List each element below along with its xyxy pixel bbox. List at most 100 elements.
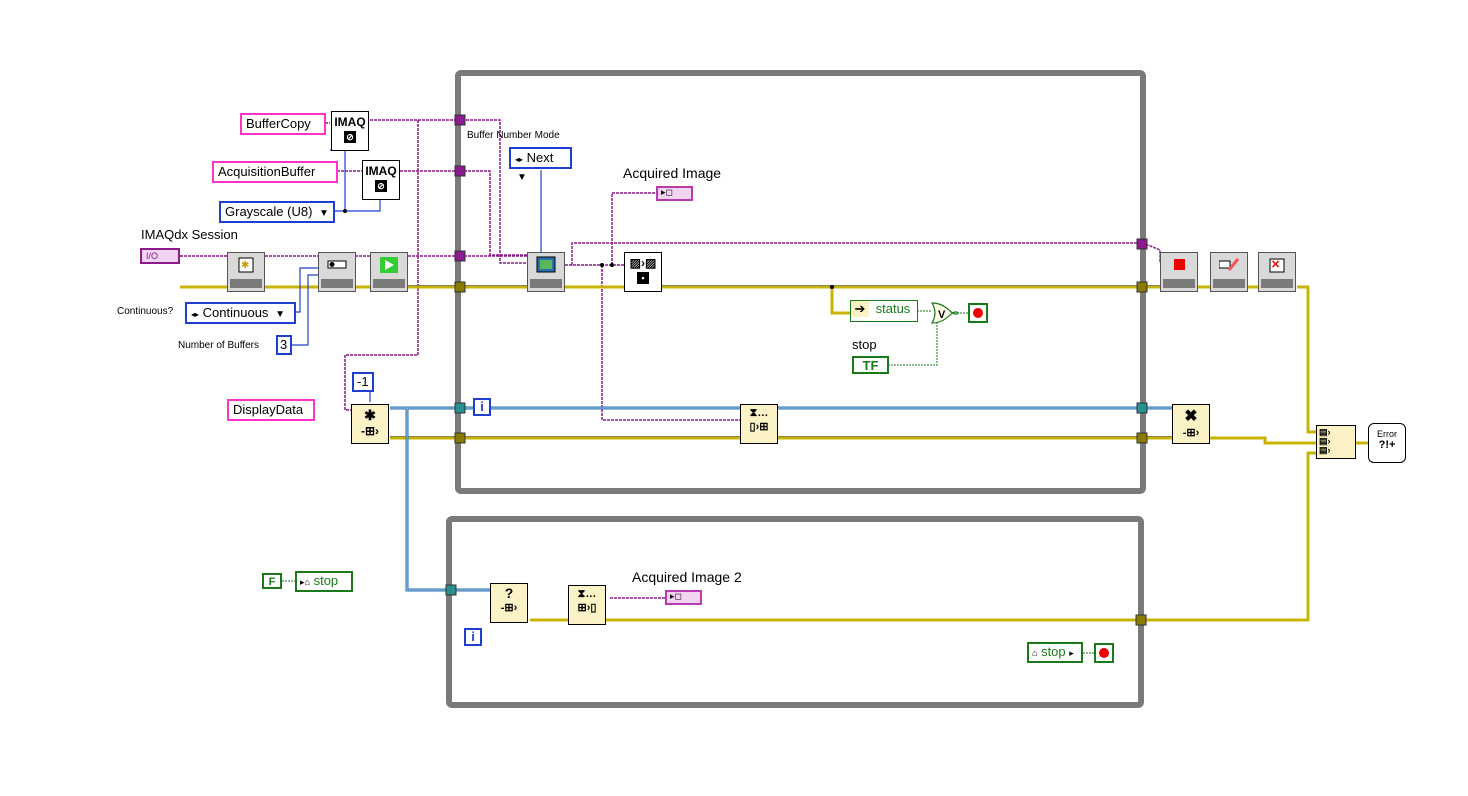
queue-size-constant[interactable]: -1: [352, 372, 374, 392]
imaqdx-get-image[interactable]: [527, 252, 565, 292]
wire-junctions: [343, 209, 834, 289]
iteration-terminal-2: i: [464, 628, 482, 646]
enqueue-top-icon: ⧗…: [749, 407, 769, 419]
acquired-image-2-indicator: ▸◻: [665, 590, 702, 605]
stop-local-variable-read[interactable]: ⌂ stop ▸: [1027, 642, 1083, 663]
configure-icon: [327, 260, 347, 269]
error-symbol-icon: ?!+: [1378, 439, 1396, 451]
open-camera-icon: ✱: [238, 257, 254, 273]
simple-error-handler[interactable]: Error ?!+: [1368, 423, 1406, 463]
release-x-icon: ✖: [1184, 408, 1198, 425]
imaqdx-stop-acquisition[interactable]: [1160, 252, 1198, 292]
iteration-terminal-1: i: [473, 398, 491, 416]
enqueue-icon: ▯›⊞: [749, 421, 769, 433]
close-camera-icon: ✕: [1269, 258, 1285, 273]
false-constant[interactable]: F: [262, 573, 282, 589]
obtain-queue-icon: ✱: [364, 407, 376, 423]
imaq-create-acquisition[interactable]: IMAQ ⊘: [362, 160, 400, 200]
image-type-enum[interactable]: Grayscale (U8) ▼: [219, 201, 335, 223]
session-label: IMAQdx Session: [141, 227, 238, 242]
queue-icon: -⊞›: [500, 602, 518, 614]
stop-label: stop: [852, 337, 877, 352]
or-gate: [930, 302, 959, 324]
queue-icon: -⊞›: [360, 424, 380, 438]
buffer-mode-value: Next: [526, 150, 554, 165]
enum-arrows-icon: ◂▸: [191, 310, 200, 319]
imaqdx-unconfigure[interactable]: [1210, 252, 1248, 292]
enum-arrows-icon: ◂▸: [515, 155, 524, 164]
queue-wire-lines: [390, 407, 1172, 591]
buffer-mode-label: Buffer Number Mode: [467, 130, 560, 141]
imaqdx-close-camera[interactable]: ✕: [1258, 252, 1296, 292]
loop-condition-2: [1094, 643, 1114, 663]
enqueue-element[interactable]: ⧗… ▯›⊞: [740, 404, 778, 444]
error-wire-lines: [390, 285, 1172, 437]
imaq-create-buffercopy[interactable]: IMAQ ⊘: [331, 111, 369, 151]
stop-local-variable-write[interactable]: ▸⌂ stop: [295, 571, 353, 592]
imaq-create-icon: ⊘: [344, 131, 356, 143]
stop-square-icon: [1174, 259, 1185, 270]
session-value: I/O: [146, 251, 159, 261]
while-loop-2: [446, 516, 1144, 708]
svg-text:✕: ✕: [1271, 259, 1280, 271]
svg-text:✱: ✱: [241, 260, 249, 271]
image-copy-icon: ▨›▨: [629, 256, 657, 270]
dropdown-arrow-icon: ▼: [319, 208, 329, 219]
queue-icon: -⊞›: [1182, 427, 1200, 439]
imaqdx-start-acquisition[interactable]: [370, 252, 408, 292]
loop-condition-1: [968, 303, 988, 323]
preview-question-icon: ?: [504, 585, 514, 601]
dequeue-icon: ⊞›▯: [577, 602, 597, 614]
merge-errors-icon: ▤›▤›▤›: [1319, 427, 1331, 455]
copy-glyph-icon: ▪: [637, 272, 649, 284]
play-icon: [380, 257, 398, 273]
imaq-label: IMAQ: [334, 115, 366, 129]
acquired-image-indicator: ▸◻: [656, 186, 693, 201]
num-buffers-label: Number of Buffers: [178, 340, 259, 351]
local-var-arrow-icon: ▸⌂: [300, 577, 310, 587]
displaydata-constant[interactable]: DisplayData: [227, 399, 315, 421]
status-label: status: [875, 301, 911, 316]
obtain-queue[interactable]: ✱ -⊞›: [351, 404, 389, 444]
stop-local-label: stop: [313, 573, 339, 588]
stop-local-label: stop: [1041, 644, 1066, 659]
or-symbol: V: [938, 309, 946, 321]
acquisitionbuffer-constant[interactable]: AcquisitionBuffer: [212, 161, 338, 183]
session-control[interactable]: I/O: [140, 248, 180, 264]
status-unbundle[interactable]: ➔ status: [850, 300, 918, 322]
buffercopy-constant[interactable]: BufferCopy: [240, 113, 326, 135]
local-var-arrow-icon: ▸: [1069, 648, 1074, 658]
dequeue-top-icon: ⧗…: [577, 588, 597, 600]
image-type-value: Grayscale (U8): [225, 204, 313, 219]
unconfigure-icon: [1219, 258, 1239, 271]
dropdown-arrow-icon: ▼: [517, 172, 527, 183]
queue-wires: [390, 406, 1172, 592]
loop-tunnels: [445, 114, 1148, 626]
continuous-label: Continuous?: [117, 306, 174, 317]
imaqdx-open-camera[interactable]: ✱: [227, 252, 265, 292]
image-indicator-icon: ▸◻: [670, 591, 682, 601]
local-var-icon: ⌂: [1032, 648, 1038, 658]
image-indicator-icon: ▸◻: [661, 187, 673, 197]
imaq-label: IMAQ: [365, 164, 397, 178]
error-handler-label: Error: [1377, 429, 1397, 439]
error-wires: [180, 285, 1368, 622]
boolean-wires: [282, 310, 1094, 654]
continuous-value: Continuous: [202, 305, 269, 320]
get-image-icon: [536, 256, 556, 273]
continuous-enum[interactable]: ◂▸ Continuous ▼: [185, 302, 296, 324]
preview-queue[interactable]: ? -⊞›: [490, 583, 528, 623]
buffer-mode-enum[interactable]: ◂▸ Next ▼: [509, 147, 572, 183]
merge-errors[interactable]: ▤›▤›▤›: [1316, 425, 1356, 459]
stop-tf: TF: [862, 358, 879, 373]
num-buffers-constant[interactable]: 3: [276, 335, 292, 355]
release-queue[interactable]: ✖ -⊞›: [1172, 404, 1210, 444]
unbundle-arrow-icon: ➔: [851, 301, 869, 317]
stop-control[interactable]: TF: [852, 356, 889, 374]
imaq-copy[interactable]: ▨›▨ ▪: [624, 252, 662, 292]
imaqdx-configure-grab[interactable]: [318, 252, 356, 292]
dequeue-element[interactable]: ⧗… ⊞›▯: [568, 585, 606, 625]
acquired-image-label: Acquired Image: [623, 165, 722, 181]
